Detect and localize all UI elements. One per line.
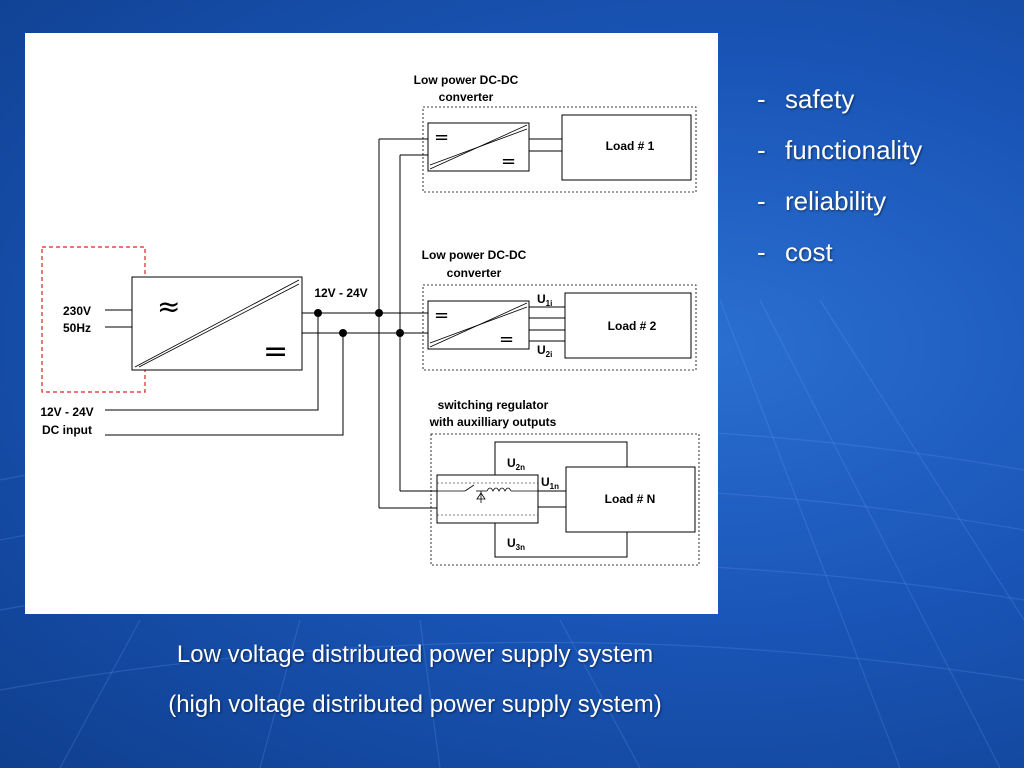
- junction-dot: [314, 309, 322, 317]
- load-n-label: Load # N: [605, 492, 656, 506]
- load-1-label: Load # 1: [606, 139, 655, 153]
- bullet-text: safety: [785, 84, 855, 114]
- converter1-title-line1: Low power DC-DC: [414, 73, 519, 87]
- ac-voltage-label: 230V: [63, 304, 91, 318]
- mains-input-box: [41, 246, 146, 393]
- ac-symbol: ≈: [157, 290, 180, 323]
- dc-symbol: =: [263, 334, 288, 369]
- load-2-label: Load # 2: [608, 319, 657, 333]
- ac-frequency-label: 50Hz: [63, 321, 91, 335]
- regulator-group: [430, 433, 700, 566]
- bullet-marker: -: [757, 237, 766, 267]
- converter1-group: [422, 106, 697, 193]
- list-item: -cost: [757, 227, 922, 278]
- bullet-marker: -: [757, 84, 766, 114]
- converter2-title-line1: Low power DC-DC: [422, 248, 527, 262]
- dc-symbol: =: [499, 329, 514, 350]
- list-item: -reliability: [757, 176, 922, 227]
- bullet-marker: -: [757, 186, 766, 216]
- regulator-title-line1: switching regulator: [438, 398, 549, 412]
- dc-symbol: =: [434, 305, 449, 326]
- switching-regulator: [436, 474, 539, 524]
- regulator-title-line2: with auxilliary outputs: [429, 415, 557, 429]
- converter1-title-line2: converter: [439, 90, 494, 104]
- load-1-box: [561, 114, 692, 181]
- requirements-list: -safety -functionality -reliability -cos…: [757, 74, 922, 278]
- u2n-label: U2n: [507, 456, 525, 472]
- bullet-text: reliability: [785, 186, 887, 216]
- bullet-text: functionality: [785, 135, 923, 165]
- dc-input-voltage-label: 12V - 24V: [40, 405, 93, 419]
- junction-dot: [339, 329, 347, 337]
- u1i-label: U1i: [537, 292, 552, 308]
- u1n-label: U1n: [541, 475, 559, 491]
- diagram-panel: 230V 50Hz ≈ = 12V - 24V DC input 12V - 2…: [25, 33, 718, 614]
- dc-symbol: =: [501, 151, 516, 172]
- load-2-box: [564, 292, 692, 359]
- dc-symbol: =: [434, 127, 449, 148]
- inductor-icon: [486, 487, 512, 492]
- converter2-group: [422, 284, 697, 371]
- power-supply-diagram: 230V 50Hz ≈ = 12V - 24V DC input 12V - 2…: [40, 73, 700, 566]
- load-n-box: [565, 466, 696, 533]
- converter2-title-line2: converter: [447, 266, 502, 280]
- list-item: -safety: [757, 74, 922, 125]
- dc-input-label: DC input: [42, 423, 92, 437]
- bus-voltage-label: 12V - 24V: [314, 286, 367, 300]
- list-item: -functionality: [757, 125, 922, 176]
- u3n-label: U3n: [507, 536, 525, 552]
- caption-line-2: (high voltage distributed power supply s…: [168, 691, 662, 718]
- bullet-text: cost: [785, 237, 833, 267]
- caption-line-1: Low voltage distributed power supply sys…: [176, 641, 654, 668]
- bullet-marker: -: [757, 135, 766, 165]
- u2i-label: U2i: [537, 343, 552, 359]
